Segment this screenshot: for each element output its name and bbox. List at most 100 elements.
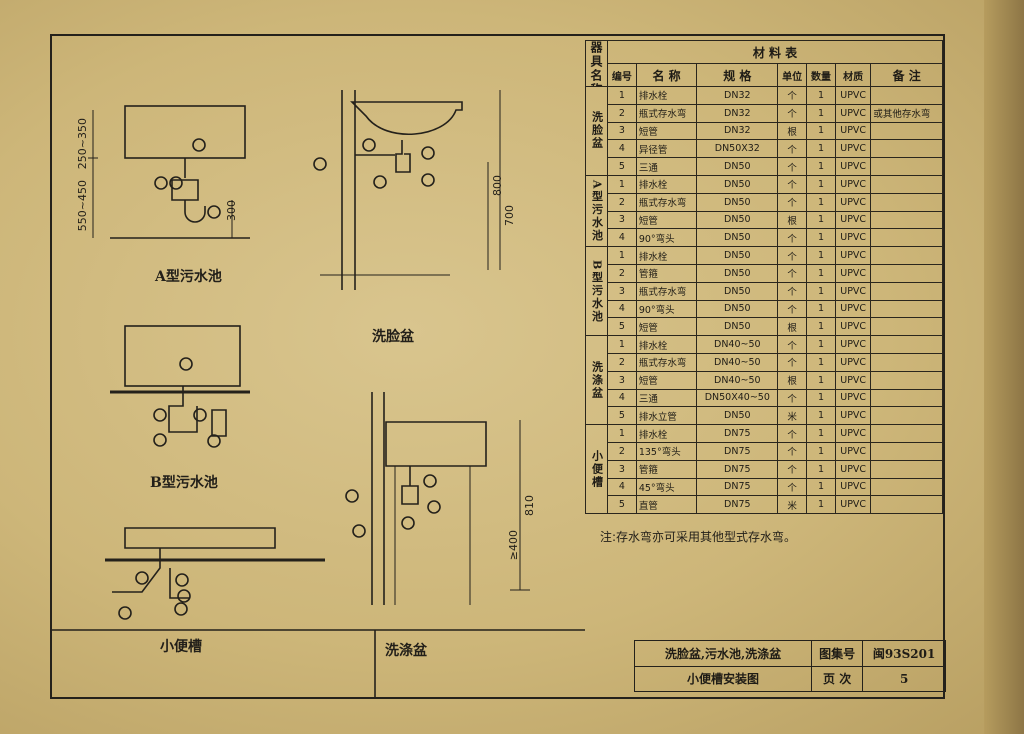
cell-spec: DN50X40~50 [696, 388, 779, 408]
cell-spec: DN40~50 [696, 370, 779, 390]
cell-unit: 个 [777, 424, 808, 443]
cell-no: 4 [607, 139, 637, 159]
cell-name: 排水栓 [635, 424, 698, 443]
dim-wash-400: ≥400 [507, 530, 520, 561]
wash-basin-label: 洗涤盆 [385, 643, 427, 659]
header-name: 名 称 [635, 63, 698, 87]
cell-name: 管箍 [635, 459, 698, 479]
cell-unit: 根 [777, 317, 808, 337]
cell-name: 排水栓 [635, 246, 698, 265]
cell-mat: UPVC [834, 335, 872, 354]
cell-mat: UPVC [834, 121, 872, 141]
cell-no: 2 [607, 263, 637, 283]
cell-spec: DN50X32 [696, 139, 779, 159]
cell-name: 45°弯头 [635, 477, 698, 497]
cell-mat: UPVC [834, 157, 872, 176]
cell-note [870, 210, 943, 230]
cell-spec: DN50 [696, 299, 779, 319]
cell-unit: 个 [777, 388, 808, 408]
cell-qty: 1 [806, 86, 836, 105]
cell-mat: UPVC [834, 459, 872, 479]
cell-qty: 1 [806, 228, 836, 248]
cell-name: 90°弯头 [635, 228, 698, 248]
cell-note [870, 406, 943, 426]
header-group: 器具名称 [585, 40, 608, 87]
cell-name: 短管 [635, 210, 698, 230]
cell-mat: UPVC [834, 424, 872, 443]
cell-unit: 个 [777, 174, 808, 194]
b-pool-drawing [110, 325, 250, 448]
cell-mat: UPVC [834, 228, 872, 248]
cell-mat: UPVC [834, 86, 872, 105]
cell-unit: 个 [777, 139, 808, 159]
cell-no: 5 [607, 317, 637, 337]
dim-a-300: 300 [225, 200, 238, 221]
cell-unit: 个 [777, 86, 808, 105]
cell-spec: DN50 [696, 228, 779, 248]
cell-no: 1 [607, 86, 637, 105]
header-spec: 规 格 [696, 63, 779, 87]
group-label: 洗涤盆 [585, 335, 608, 426]
cell-unit: 个 [777, 477, 808, 497]
cell-spec: DN50 [696, 192, 779, 212]
a-pool-label: A型污水池 [155, 269, 222, 285]
header-qty: 数量 [806, 63, 836, 87]
cell-name: 短管 [635, 370, 698, 390]
cell-unit: 米 [777, 406, 808, 426]
cell-spec: DN50 [696, 281, 779, 301]
header-no: 编号 [607, 63, 637, 87]
cell-note [870, 495, 943, 515]
cell-note [870, 281, 943, 301]
cell-mat: UPVC [834, 441, 872, 461]
cell-no: 5 [607, 495, 637, 515]
cell-mat: UPVC [834, 192, 872, 212]
table-title: 材 料 表 [607, 40, 943, 64]
cell-qty: 1 [806, 406, 836, 426]
cell-note [870, 335, 943, 354]
group-label: 洗脸盆 [585, 86, 608, 176]
cell-no: 1 [607, 246, 637, 265]
group-label: A型污水池 [585, 174, 608, 248]
cell-no: 3 [607, 370, 637, 390]
cell-no: 3 [607, 459, 637, 479]
cell-mat: UPVC [834, 406, 872, 426]
cell-name: 排水栓 [635, 174, 698, 194]
cell-qty: 1 [806, 477, 836, 497]
cell-no: 2 [607, 441, 637, 461]
cell-name: 三通 [635, 157, 698, 176]
cell-mat: UPVC [834, 495, 872, 515]
cell-qty: 1 [806, 388, 836, 408]
cell-note [870, 174, 943, 194]
drawing-frame [50, 34, 945, 699]
cell-no: 4 [607, 228, 637, 248]
cell-name: 短管 [635, 121, 698, 141]
cell-no: 1 [607, 335, 637, 354]
cell-spec: DN50 [696, 246, 779, 265]
cell-spec: DN50 [696, 317, 779, 337]
cell-spec: DN40~50 [696, 352, 779, 372]
cell-name: 管箍 [635, 263, 698, 283]
cell-qty: 1 [806, 352, 836, 372]
header-unit: 单位 [777, 63, 808, 87]
urinal-label: 小便槽 [160, 639, 202, 655]
cell-mat: UPVC [834, 370, 872, 390]
atlas-label: 图集号 [810, 640, 864, 667]
cell-note [870, 424, 943, 443]
cell-qty: 1 [806, 103, 836, 123]
cell-unit: 个 [777, 335, 808, 354]
dim-wash-810: 810 [523, 495, 536, 516]
cell-name: 三通 [635, 388, 698, 408]
cell-no: 4 [607, 299, 637, 319]
